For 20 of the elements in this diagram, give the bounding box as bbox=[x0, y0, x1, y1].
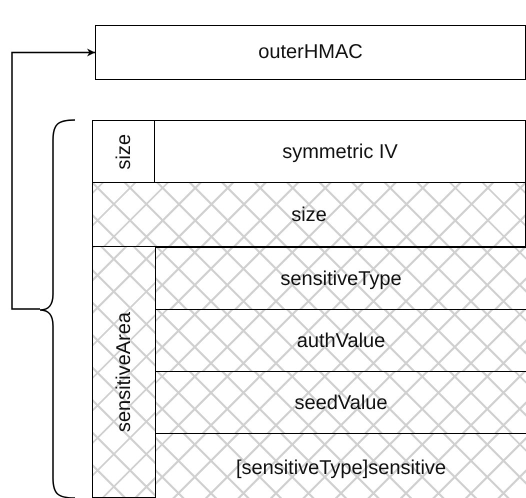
field-box bbox=[155, 433, 526, 498]
field-name: seedValue bbox=[294, 392, 388, 414]
field-box bbox=[155, 247, 526, 311]
group-box bbox=[92, 246, 526, 498]
field-name: authValue bbox=[296, 330, 386, 352]
field-box bbox=[92, 120, 156, 184]
field-name: size bbox=[112, 134, 136, 170]
field-name: symmetric IV bbox=[282, 140, 398, 164]
group-title: sensitiveArea bbox=[112, 312, 136, 432]
arrow bbox=[11, 48, 95, 310]
field-box bbox=[92, 182, 526, 248]
field-name: outerHMAC bbox=[258, 41, 363, 64]
curly-brace bbox=[39, 119, 76, 498]
field-name: size bbox=[291, 204, 327, 226]
field-box bbox=[155, 309, 526, 373]
field-box bbox=[95, 25, 526, 80]
field-name: sensitiveType bbox=[280, 268, 402, 290]
field-name: [sensitiveType]sensitive bbox=[236, 456, 446, 480]
field-box bbox=[154, 120, 526, 184]
field-box bbox=[155, 371, 526, 435]
